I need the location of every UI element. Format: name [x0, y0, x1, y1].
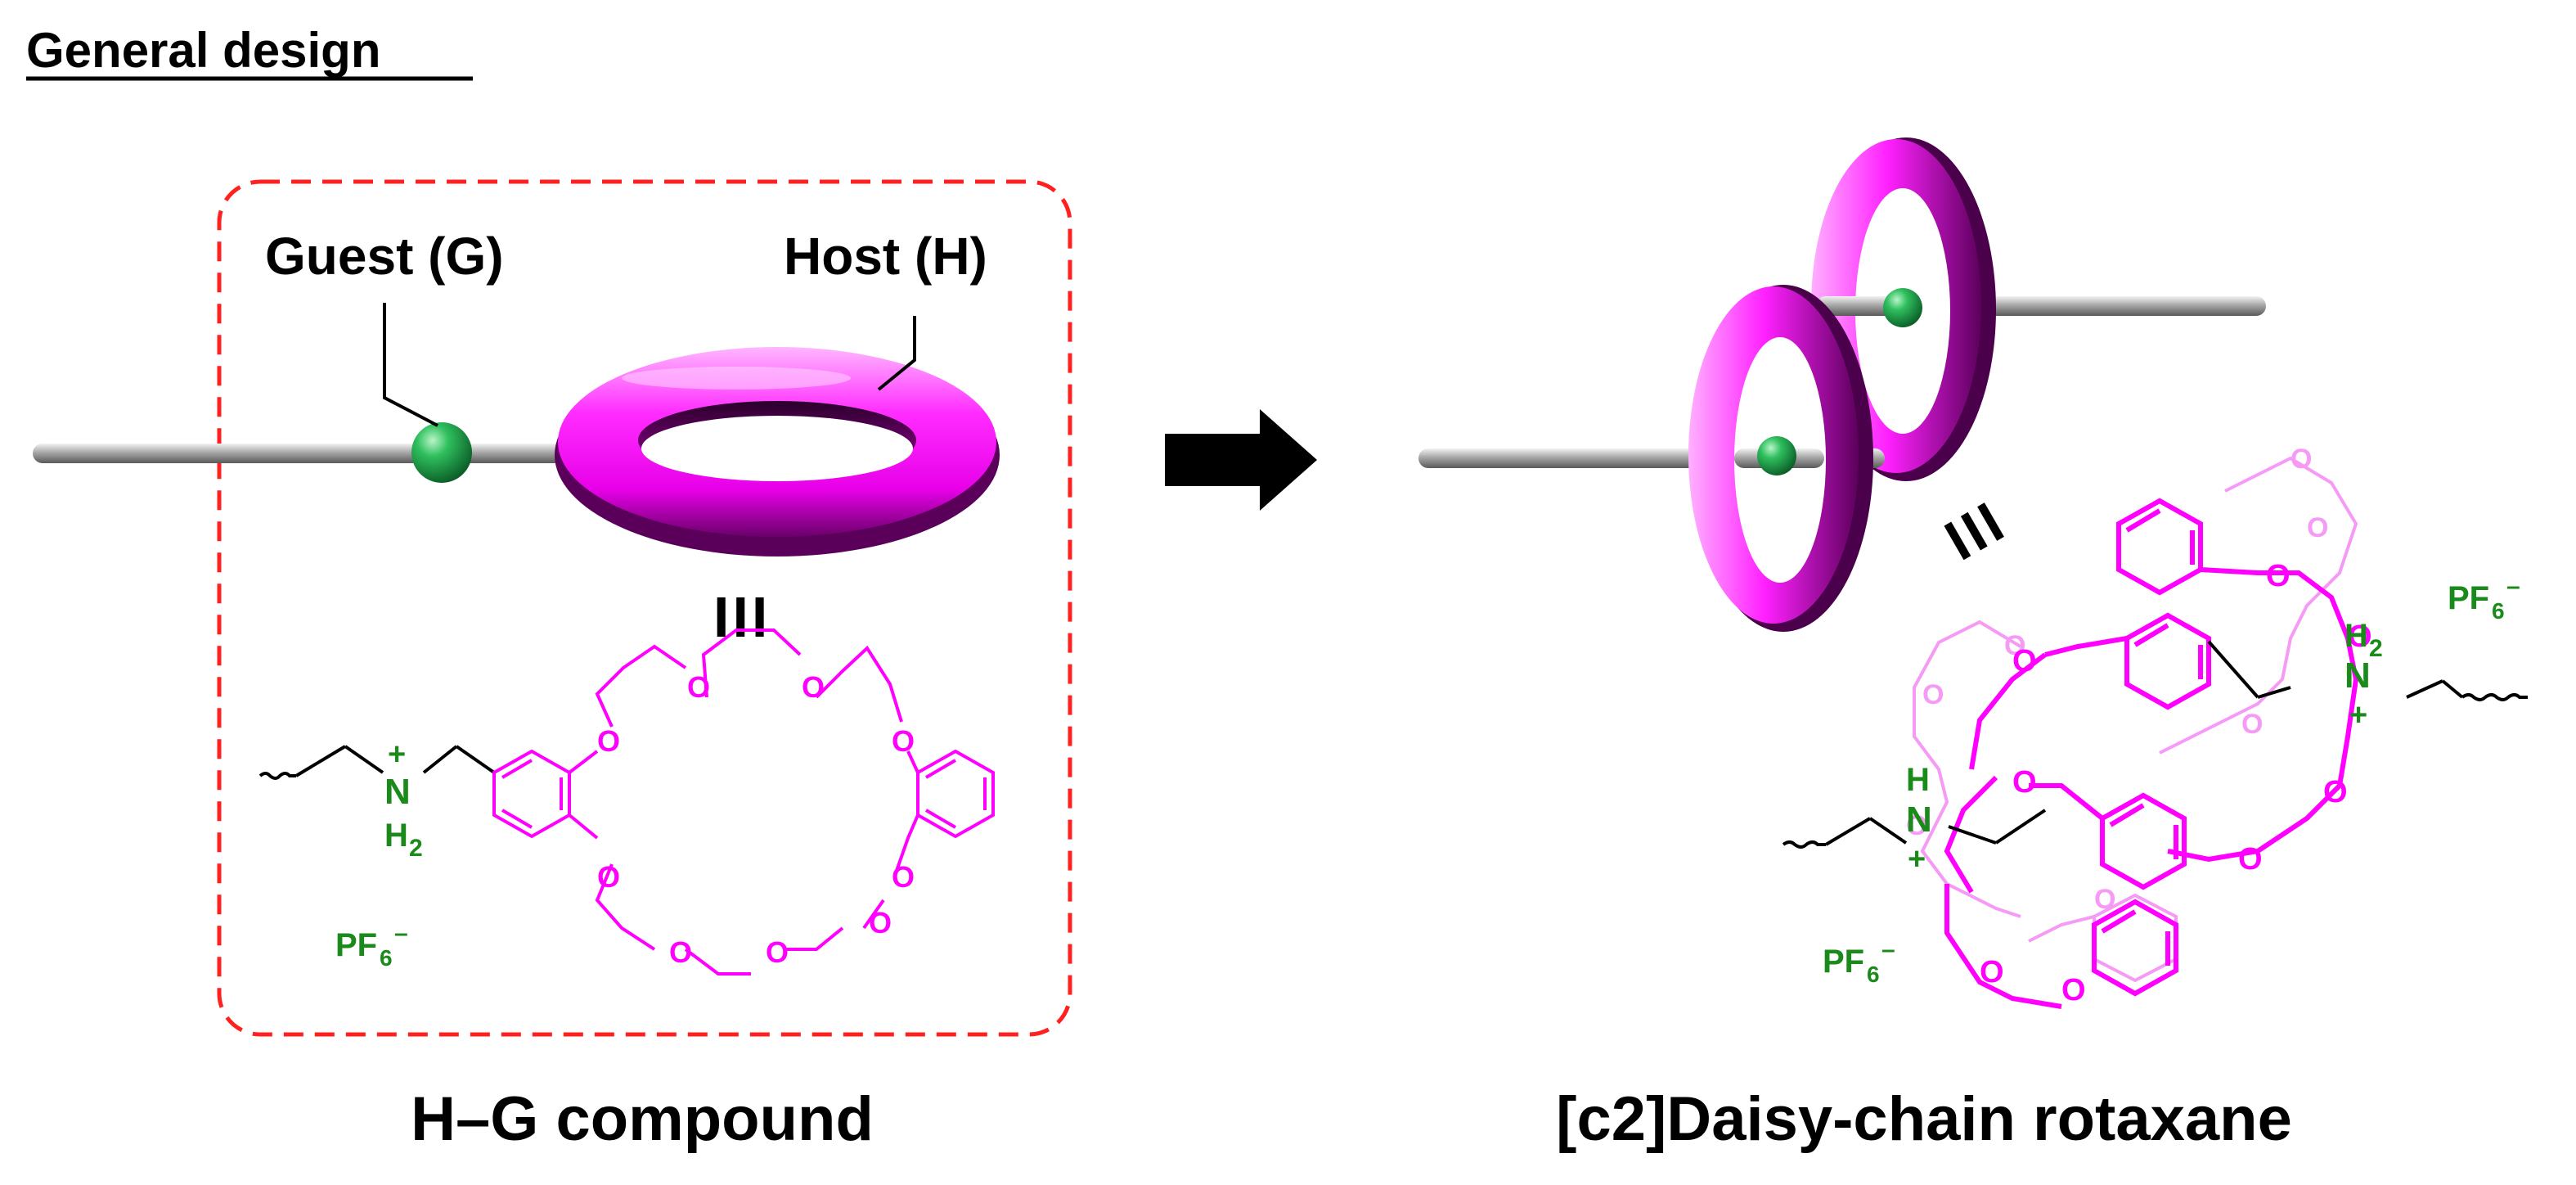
svg-text:N: N — [384, 772, 411, 812]
ammonium-group-top: H 2 N + — [2344, 618, 2383, 732]
svg-text:+: + — [388, 737, 406, 772]
svg-text:H: H — [2344, 618, 2368, 654]
host-label: Host (H) — [784, 227, 987, 286]
svg-text:PF: PF — [1823, 944, 1864, 980]
svg-text:O: O — [669, 935, 692, 969]
crown-ether-front — [1944, 498, 2359, 1009]
svg-text:–: – — [2506, 573, 2520, 600]
dashed-frame — [217, 179, 1072, 1037]
right-arrow-icon — [1165, 409, 1317, 511]
counterion-top: PF 6 – — [2448, 573, 2520, 624]
counterion-left: PF 6 – — [335, 920, 408, 971]
svg-text:2: 2 — [409, 835, 423, 862]
host-ring — [555, 347, 1000, 556]
svg-text:PF: PF — [335, 927, 377, 963]
svg-text:O: O — [766, 935, 789, 969]
thread-bonds — [258, 745, 496, 780]
svg-text:O: O — [802, 670, 825, 704]
left-caption: H–G compound — [411, 1084, 874, 1154]
svg-text:N: N — [1906, 800, 1932, 840]
svg-text:–: – — [1881, 936, 1895, 963]
ammonium-group-bottom: H N + — [1906, 762, 1932, 876]
svg-text:O: O — [597, 724, 620, 758]
svg-text:N: N — [2344, 656, 2371, 696]
host-callout-line — [877, 316, 916, 391]
svg-text:O: O — [892, 860, 915, 894]
equivalence-symbol-right: III — [1935, 489, 2016, 573]
svg-text:6: 6 — [380, 945, 393, 971]
svg-text:H: H — [384, 818, 408, 854]
svg-text:O: O — [2094, 884, 2115, 915]
svg-text:O: O — [2004, 630, 2025, 661]
right-panel: III O O O O O O O — [1418, 137, 2528, 1154]
right-caption: [c2]Daisy-chain rotaxane — [1556, 1084, 2292, 1154]
svg-text:O: O — [2266, 559, 2291, 593]
svg-text:O: O — [597, 860, 620, 894]
svg-text:O: O — [2307, 512, 2328, 543]
crown-oxygens-front: O O O O O O O O — [1980, 559, 2372, 1007]
svg-text:O: O — [892, 724, 915, 758]
section-title: General design — [26, 23, 380, 78]
svg-text:6: 6 — [2492, 598, 2505, 624]
svg-text:O: O — [687, 670, 710, 704]
svg-text:O: O — [2291, 444, 2312, 475]
svg-text:O: O — [2323, 775, 2348, 809]
svg-text:–: – — [394, 920, 408, 947]
counterion-bottom: PF 6 – — [1823, 936, 1895, 987]
equivalence-symbol: III — [713, 585, 771, 649]
rear-guest-bead — [1883, 288, 1922, 327]
svg-text:PF: PF — [2448, 580, 2489, 616]
crown-oxygens-rear: O O O O O O O — [1906, 444, 2328, 915]
svg-text:O: O — [2238, 842, 2263, 876]
svg-text:O: O — [1922, 679, 1944, 710]
crown-oxygens-left: O O O O O O O O O — [597, 670, 915, 969]
svg-text:O: O — [2061, 973, 2086, 1007]
svg-text:O: O — [2241, 709, 2263, 740]
left-panel: Guest (G) Host (H) III N + H 2 — [33, 179, 1072, 1154]
ammonium-group-left: N + H 2 — [384, 737, 423, 862]
svg-text:O: O — [2348, 620, 2372, 654]
svg-text:H: H — [1906, 762, 1930, 798]
svg-text:+: + — [1908, 842, 1926, 876]
svg-text:O: O — [1906, 810, 1927, 841]
guest-callout-line — [383, 303, 438, 427]
thread-bonds-right — [1782, 640, 2528, 849]
axle-rod — [33, 444, 573, 463]
svg-text:2: 2 — [2369, 635, 2383, 662]
svg-text:6: 6 — [1867, 962, 1880, 987]
svg-text:O: O — [2012, 644, 2037, 678]
crown-ether-left — [492, 629, 995, 975]
svg-text:O: O — [2012, 765, 2037, 800]
guest-label: Guest (G) — [265, 227, 504, 286]
guest-bead — [411, 422, 472, 483]
svg-text:O: O — [1980, 955, 2004, 989]
front-guest-bead — [1757, 436, 1796, 475]
svg-text:O: O — [869, 906, 892, 939]
svg-text:+: + — [2349, 698, 2367, 732]
